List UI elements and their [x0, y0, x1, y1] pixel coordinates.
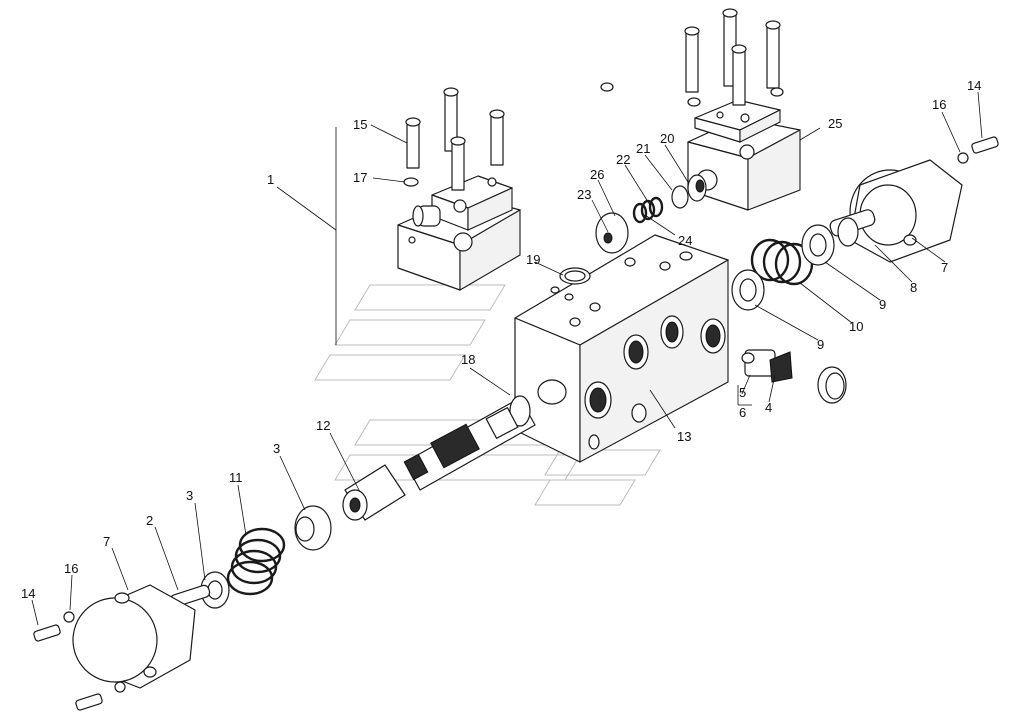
callout-17: 17 — [353, 170, 367, 185]
callout-22: 22 — [616, 152, 630, 167]
washer-3-left — [200, 571, 230, 609]
callout-3: 3 — [186, 488, 193, 503]
pilot-assembly-20-26 — [632, 174, 707, 224]
callout-8: 8 — [910, 280, 917, 295]
end-cap-left — [72, 584, 196, 689]
poppet-23 — [595, 212, 629, 254]
callout-16: 16 — [932, 97, 946, 112]
callout-26: 26 — [590, 167, 604, 182]
callout-9: 9 — [879, 297, 886, 312]
callout-1: 1 — [267, 172, 274, 187]
callout-12: 12 — [316, 418, 330, 433]
callout-23: 23 — [577, 187, 591, 202]
callout-19: 19 — [526, 252, 540, 267]
callout-16: 16 — [64, 561, 78, 576]
o-ring-19 — [559, 267, 591, 285]
screws-left — [33, 611, 126, 711]
leader-lines — [31, 91, 983, 626]
callout-2: 2 — [146, 513, 153, 528]
bolts-right-block — [600, 8, 784, 107]
screw-14-right — [957, 136, 999, 164]
piston-8 — [829, 209, 876, 247]
washer-9-lower — [731, 269, 765, 311]
spool — [403, 395, 536, 491]
callout-20: 20 — [660, 131, 674, 146]
fitting-5 — [741, 349, 793, 383]
plug-4 — [817, 366, 847, 404]
callout-11: 11 — [229, 470, 243, 485]
washer-9-upper — [801, 224, 835, 266]
solenoid-block-left — [397, 175, 521, 291]
callout-25: 25 — [828, 116, 842, 131]
callout-9: 9 — [817, 337, 824, 352]
callout-4: 4 — [765, 400, 772, 415]
bolts-left-block — [403, 87, 505, 191]
callout-14: 14 — [967, 78, 981, 93]
callout-5: 5 — [739, 385, 746, 400]
end-cap-right — [849, 159, 963, 263]
callout-3: 3 — [273, 441, 280, 456]
spring-11 — [226, 527, 286, 596]
callout-18: 18 — [461, 352, 475, 367]
callout-6: 6 — [739, 405, 746, 420]
valve-body — [514, 234, 729, 463]
washer-3-right — [294, 505, 332, 551]
callout-7: 7 — [941, 260, 948, 275]
callout-21: 21 — [636, 141, 650, 156]
callout-24: 24 — [678, 233, 692, 248]
callout-14: 14 — [21, 586, 35, 601]
sleeve — [342, 464, 406, 521]
callout-10: 10 — [849, 319, 863, 334]
callout-15: 15 — [353, 117, 367, 132]
callout-labels: 1 2 3 3 4 5 6 7 7 8 9 9 10 11 12 13 14 1… — [21, 78, 981, 601]
callout-13: 13 — [677, 429, 691, 444]
callout-7: 7 — [103, 534, 110, 549]
